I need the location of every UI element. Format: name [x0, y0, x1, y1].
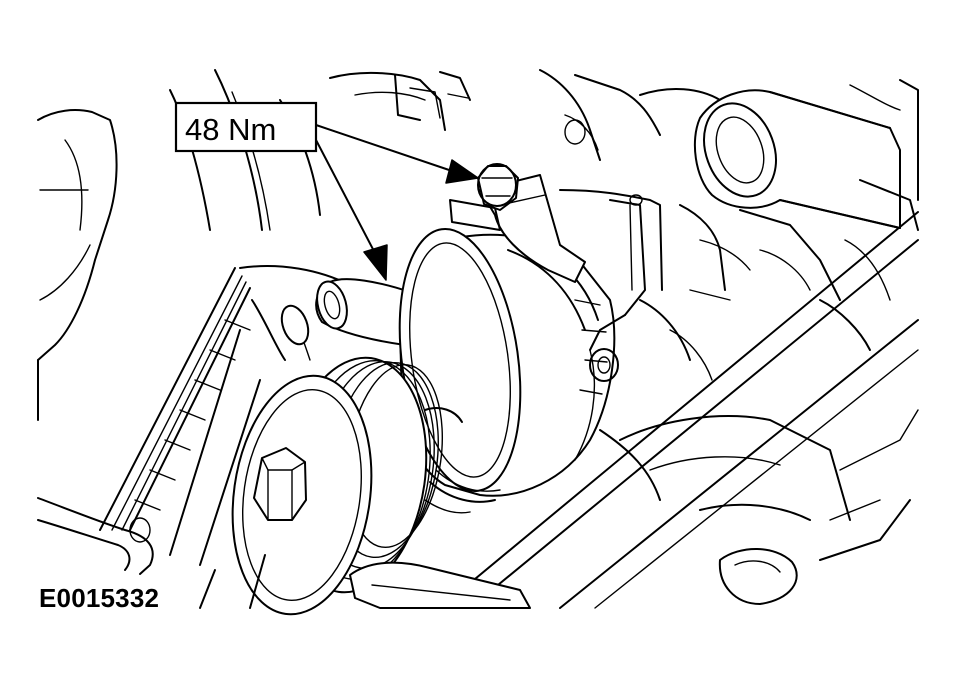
drive-belt	[99, 267, 261, 566]
arrow-head-upper	[445, 159, 479, 184]
tensioner-bracket	[239, 265, 351, 361]
hose-lines	[37, 497, 154, 575]
torque-callout: 48 Nm	[174, 101, 479, 281]
leader-line-upper	[315, 124, 456, 173]
lower-bracket	[199, 554, 531, 609]
arrow-head-lower	[363, 244, 388, 281]
figure-id: E0015332	[39, 583, 160, 613]
misc-details	[424, 289, 731, 514]
torque-label: 48 Nm	[185, 112, 276, 147]
leader-line-lower	[315, 139, 377, 256]
pulley	[231, 356, 444, 616]
bolt-upper	[477, 163, 519, 211]
engine-background	[37, 69, 919, 609]
accessory-housing	[398, 228, 619, 503]
callout-box	[174, 101, 318, 153]
